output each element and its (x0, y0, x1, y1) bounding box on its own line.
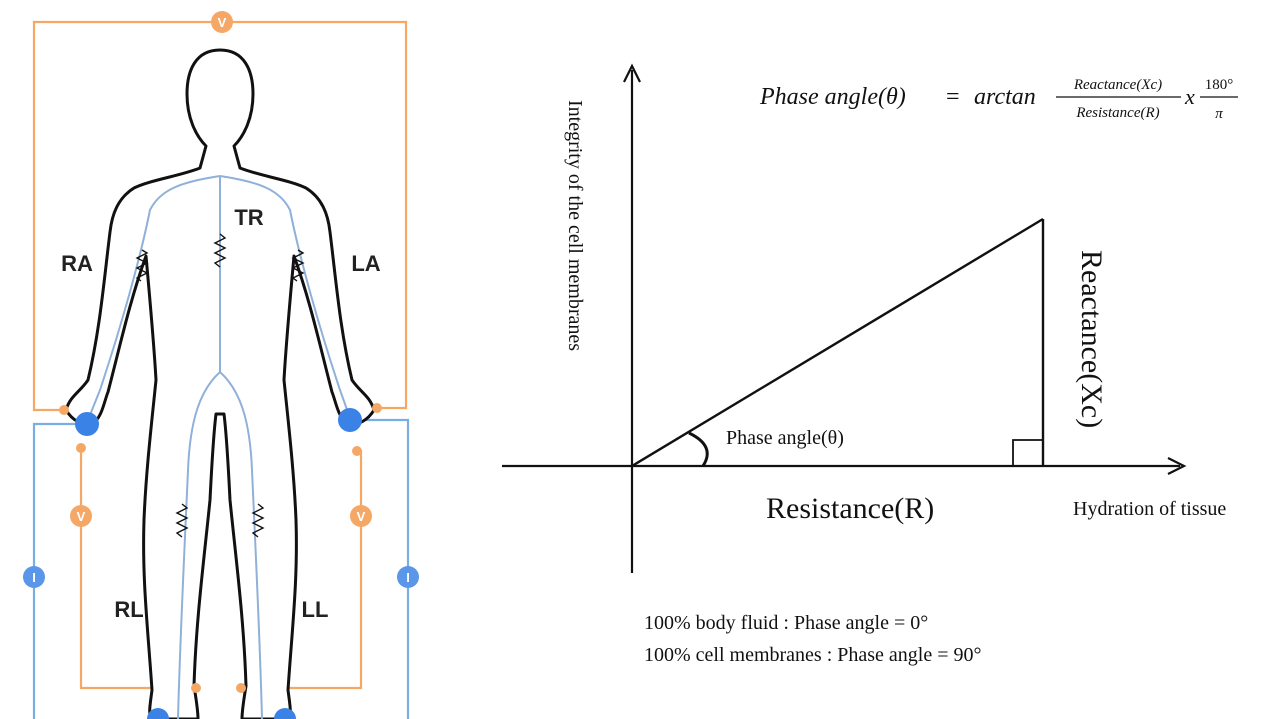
phase-angle-label: Phase angle(θ) (726, 427, 844, 449)
electrode-dot (236, 683, 246, 693)
resistors (135, 233, 305, 538)
electrode-dot (191, 683, 201, 693)
voltage-electrodes (59, 403, 382, 693)
phase-angle-diagram: Phase angle(θ) = arctan Reactance(Xc) Re… (502, 63, 1238, 666)
right-hand-electrode (75, 412, 99, 436)
right-current-wire (32, 422, 84, 719)
voltmeter-label: V (77, 509, 86, 524)
left-current-wire (365, 418, 410, 719)
x-axis-arrow (1167, 457, 1187, 475)
svg-text:Phase angle(θ): Phase angle(θ) (759, 84, 906, 110)
left-leg-resistor-icon (251, 503, 265, 538)
formula-factor-numerator: 180° (1205, 77, 1234, 93)
y-axis-arrow (623, 63, 641, 83)
electrode-dot (59, 405, 69, 415)
voltmeter-label: V (357, 509, 366, 524)
formula-theta: (θ) (878, 84, 906, 110)
formula-function: arctan (974, 84, 1036, 110)
phase-angle-arc (688, 431, 709, 467)
axes (502, 63, 1187, 573)
ammeter-right: I (23, 566, 45, 588)
voltmeter-top: V (211, 11, 233, 33)
y-axis-label: Integrity of the cell membranes (564, 100, 586, 351)
ammeter-left: I (397, 566, 419, 588)
body-silhouette (64, 48, 376, 719)
right-angle-marker (1012, 439, 1043, 466)
ammeter-label: I (32, 570, 36, 585)
right-arm-resistor-icon (135, 249, 149, 282)
resistance-label: Resistance(R) (766, 492, 934, 525)
electrode-dot (352, 446, 362, 456)
x-axis-label: Hydration of tissue (1073, 498, 1226, 520)
segment-label-tr: TR (234, 205, 263, 230)
left-leg-path (219, 371, 263, 719)
body-diagram: V V V I I RA LA TR RL LL (23, 11, 419, 719)
formula-numerator: Reactance(Xc) (1073, 77, 1162, 93)
formula-equals: = (946, 84, 960, 110)
electrode-dot (372, 403, 382, 413)
impedance-triangle (631, 217, 1045, 468)
hypotenuse (631, 217, 1044, 468)
note-body-fluid: 100% body fluid : Phase angle = 0° (644, 612, 928, 634)
right-leg-resistor-icon (175, 503, 189, 538)
formula-times: x (1184, 84, 1195, 109)
phase-angle-formula: Phase angle(θ) = arctan Reactance(Xc) Re… (759, 77, 1238, 122)
right-foot-electrode (147, 708, 169, 719)
electrode-dot (76, 443, 86, 453)
formula-denominator: Resistance(R) (1075, 105, 1159, 121)
left-arm-resistor-icon (291, 249, 305, 282)
segment-label-rl: RL (114, 597, 143, 622)
reactance-label: Reactance(Xc) (1075, 250, 1108, 428)
left-hand-electrode (338, 408, 362, 432)
formula-lhs: Phase angle (759, 84, 878, 110)
segment-label-la: LA (351, 251, 380, 276)
right-leg-path (177, 371, 221, 719)
trunk-resistor-icon (213, 233, 227, 268)
left-arm-path (219, 175, 351, 419)
segment-label-ra: RA (61, 251, 93, 276)
formula-factor-denominator: π (1215, 106, 1223, 122)
ammeter-label: I (406, 570, 410, 585)
current-electrodes (75, 408, 362, 719)
left-foot-electrode (274, 708, 296, 719)
voltmeter-label: V (218, 15, 227, 30)
voltmeter-left-leg: V (350, 505, 372, 527)
conduction-paths (87, 175, 351, 719)
voltmeter-right-leg: V (70, 505, 92, 527)
note-cell-membranes: 100% cell membranes : Phase angle = 90° (644, 644, 982, 666)
right-arm-path (87, 175, 221, 421)
current-circuits (32, 418, 410, 719)
segment-label-ll: LL (302, 597, 329, 622)
